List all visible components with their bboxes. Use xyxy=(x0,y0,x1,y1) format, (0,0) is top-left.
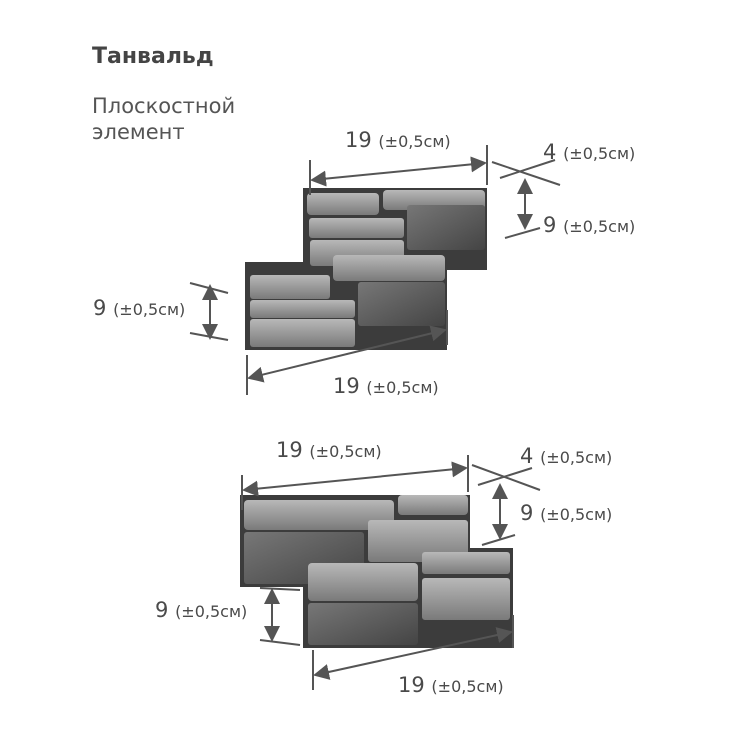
dim-top-length-upper: 19 (±0,5см) xyxy=(345,128,451,152)
stone-tile-bottom xyxy=(240,495,513,648)
subtitle-line-1: Плоскостной xyxy=(92,94,236,118)
dim-top-height-left: 9 (±0,5см) xyxy=(93,296,186,320)
stone-tile-top xyxy=(245,188,487,350)
dimension-lines-top xyxy=(189,145,561,395)
subtitle-line-2: элемент xyxy=(92,120,185,144)
dim-top-depth: 4 (±0,5см) xyxy=(543,140,636,164)
dim-bottom-length-lower: 19 (±0,5см) xyxy=(398,673,504,697)
dim-bottom-length-upper: 19 (±0,5см) xyxy=(276,438,382,462)
dim-top-height-right: 9 (±0,5см) xyxy=(543,213,636,237)
dim-bottom-height-left: 9 (±0,5см) xyxy=(155,598,248,622)
product-subtitle: Плоскостной элемент xyxy=(92,93,235,145)
dimension-lines-bottom xyxy=(241,455,541,690)
product-title: Танвальд xyxy=(92,44,214,69)
dim-top-length-lower: 19 (±0,5см) xyxy=(333,374,439,398)
dim-bottom-height-right: 9 (±0,5см) xyxy=(520,501,613,525)
dim-bottom-depth: 4 (±0,5см) xyxy=(520,444,613,468)
